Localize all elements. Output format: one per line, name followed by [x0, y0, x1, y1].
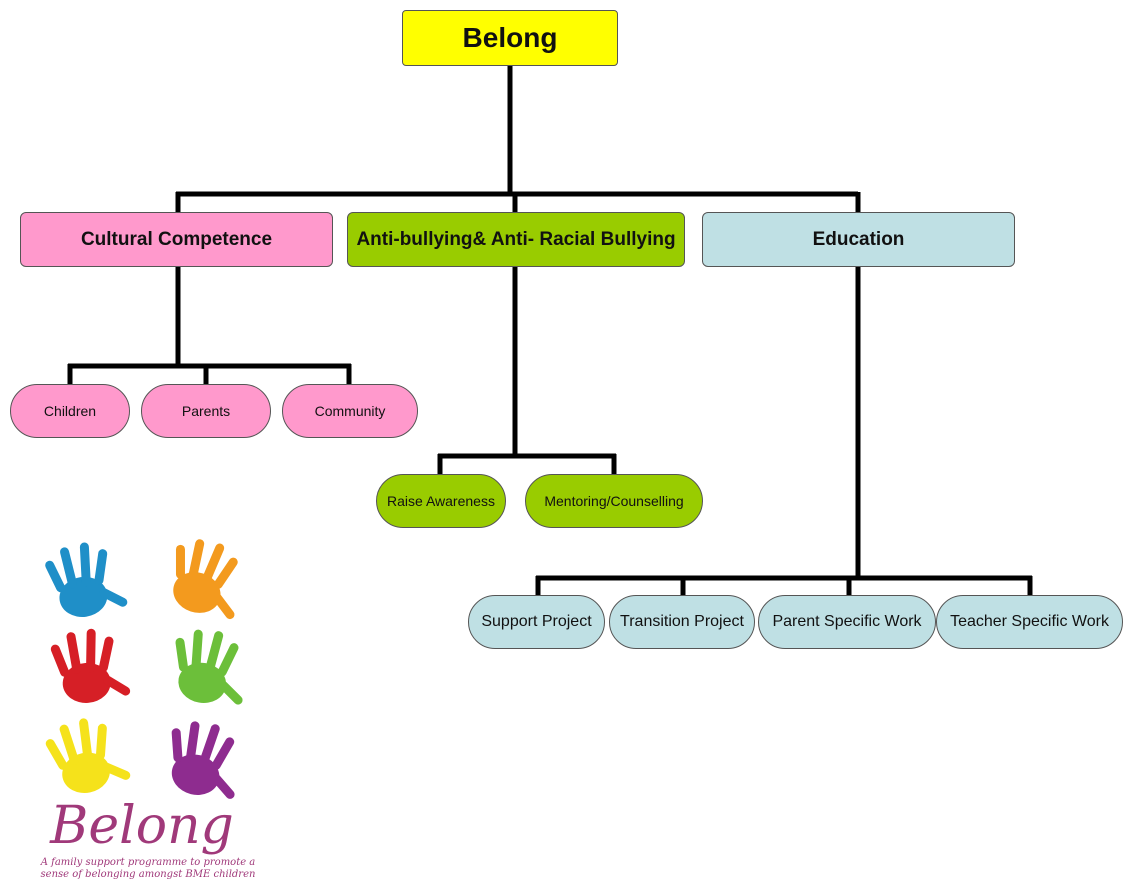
purple-hand-icon: [157, 713, 252, 805]
root-node-belong: Belong: [402, 10, 618, 66]
leaf-transition-project: Transition Project: [609, 595, 755, 649]
green-hand-icon: [164, 623, 256, 711]
red-hand-icon: [48, 625, 133, 706]
leaf-children: Children: [10, 384, 130, 438]
leaf-community: Community: [282, 384, 418, 438]
yellow-hand-icon: [40, 710, 134, 800]
leaf-support-project: Support Project: [468, 595, 605, 649]
leaf-mentoring-counselling: Mentoring/Counselling: [525, 474, 703, 528]
leaf-teacher-specific-work: Teacher Specific Work: [936, 595, 1123, 649]
blue-hand-icon: [41, 537, 131, 622]
category-education: Education: [702, 212, 1015, 267]
logo-title: Belong: [49, 796, 234, 856]
category-cultural-competence: Cultural Competence: [20, 212, 333, 267]
belong-logo: Belong A family support programme to pro…: [40, 530, 257, 880]
leaf-parent-specific-work: Parent Specific Work: [758, 595, 936, 649]
category-anti-bullying: Anti-bullying& Anti- Racial Bullying: [347, 212, 685, 267]
logo-tagline-2: sense of belonging amongst BME children: [41, 869, 256, 880]
logo-tagline-1: A family support programme to promote a: [40, 857, 256, 868]
orange-hand-icon: [157, 530, 257, 626]
leaf-raise-awareness: Raise Awareness: [376, 474, 506, 528]
leaf-parents: Parents: [141, 384, 271, 438]
